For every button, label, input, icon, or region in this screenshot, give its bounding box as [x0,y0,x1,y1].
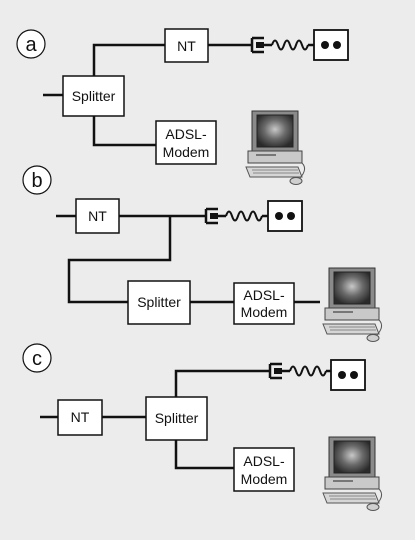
adsl-modem-box [233,447,295,492]
panel-label: c [32,348,42,370]
computer-icon [322,436,383,511]
phone-plug-icon [250,36,316,54]
modem-label-line1: ADSL- [243,453,285,469]
splitter-label: Splitter [137,294,181,310]
splitter-box [145,396,208,441]
modem-label-line1: ADSL- [165,126,207,142]
nt-label: NT [177,38,196,54]
adsl-modem-box [155,120,217,165]
modem-label-line2: Modem [163,144,210,160]
modem-label-line2: Modem [241,471,288,487]
panel-label-circle [22,165,52,195]
nt-label: NT [88,208,107,224]
phone-socket-icon [330,359,366,391]
panel-label: b [31,170,42,192]
splitter-box [62,75,125,117]
phone-plug-icon [268,362,334,380]
adsl-modem-box [233,282,295,325]
nt-label: NT [71,409,90,425]
phone-socket-icon [313,29,349,61]
splitter-label: Splitter [72,88,116,104]
computer-icon [322,267,383,342]
nt-box [75,198,120,234]
modem-label-line2: Modem [241,304,288,320]
phone-socket-icon [267,200,303,232]
panel-label: a [25,34,37,56]
modem-label-line1: ADSL- [243,287,285,303]
panel-label-circle [16,29,46,59]
panel-b: b NT Splitter ADSL- Modem [22,165,383,342]
splitter-box [127,280,191,325]
computer-icon [245,110,306,185]
panel-c: c NT Splitter ADSL- Modem [22,343,383,511]
panel-a: a Splitter NT ADSL- Modem [16,28,349,185]
nt-box [57,399,103,436]
phone-plug-icon [204,207,270,225]
splitter-label: Splitter [155,410,199,426]
panel-label-circle [22,343,52,373]
nt-box [164,28,209,63]
